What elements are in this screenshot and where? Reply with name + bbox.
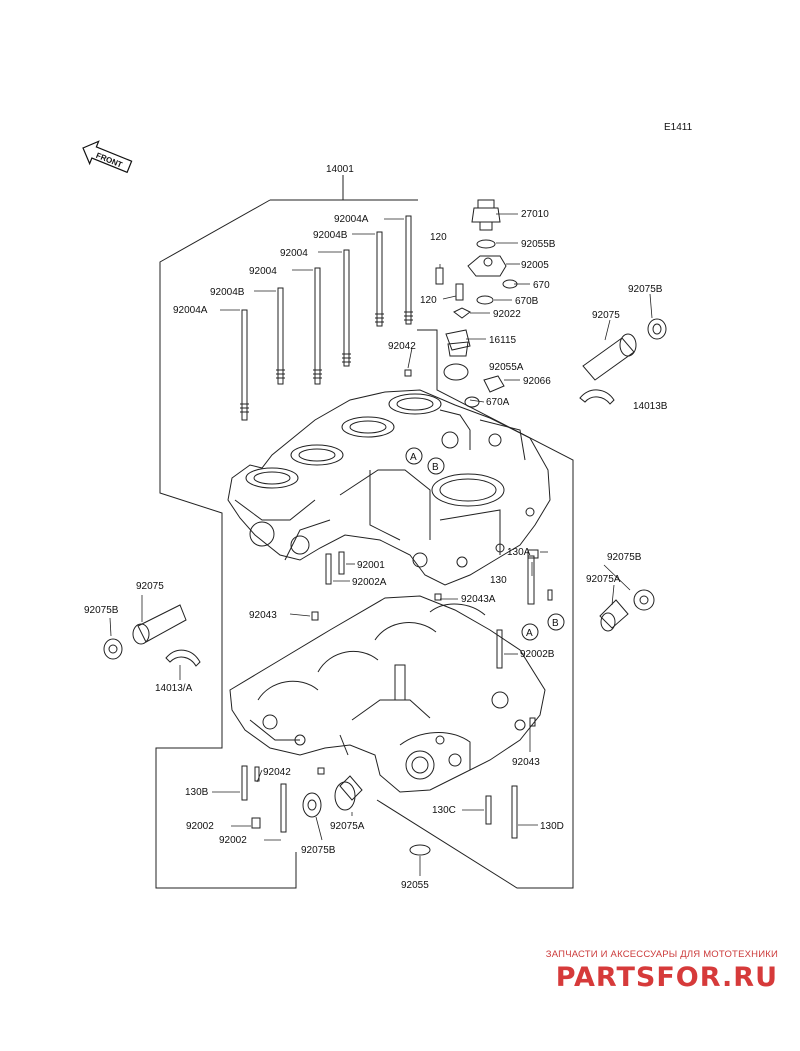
label-92075-left: 92075	[136, 581, 164, 592]
label-92002-first: 92002	[186, 821, 214, 832]
marker-b-upper: B	[432, 462, 439, 473]
label-92042-top: 92042	[388, 341, 416, 352]
label-92075b-bottom: 92075B	[301, 845, 336, 856]
left-parts	[103, 604, 201, 667]
group-outline	[155, 175, 574, 889]
label-670: 670	[533, 280, 550, 291]
marker-a-lower: A	[526, 628, 533, 639]
label-130d: 130D	[540, 821, 564, 832]
label-92075a-bottom: 92075A	[330, 821, 365, 832]
label-92002b: 92002B	[520, 649, 555, 660]
circle-markers	[405, 447, 565, 641]
label-92066: 92066	[523, 376, 551, 387]
label-92042-bottom: 92042	[263, 767, 291, 778]
label-92001: 92001	[357, 560, 385, 571]
right-lower-parts	[599, 589, 655, 632]
leader-lines	[109, 213, 653, 876]
label-92055: 92055	[401, 880, 429, 891]
label-120: 120	[420, 295, 437, 306]
label-130c: 130C	[432, 805, 456, 816]
stud-threads	[240, 311, 413, 413]
diagram-code: E1411	[664, 122, 693, 133]
label-670a: 670A	[486, 397, 510, 408]
label-92002-second: 92002	[219, 835, 247, 846]
label-120-top: 120	[430, 232, 447, 243]
label-92004a-top: 92004A	[334, 214, 369, 225]
label-14013a: 14013/A	[155, 683, 193, 694]
label-14013b: 14013B	[633, 401, 668, 412]
upper-crankcase	[227, 389, 551, 586]
label-130: 130	[490, 575, 507, 586]
label-92055a: 92055A	[489, 362, 524, 373]
lower-crankcase	[229, 595, 546, 793]
label-92075b-right: 92075B	[628, 284, 663, 295]
label-16115: 16115	[489, 335, 517, 346]
lower-center-parts	[302, 775, 431, 856]
label-92043-bottom: 92043	[512, 757, 540, 768]
studs	[241, 215, 412, 421]
label-92002a: 92002A	[352, 577, 387, 588]
label-92055b-top: 92055B	[521, 239, 556, 250]
label-92005: 92005	[521, 260, 549, 271]
front-arrow-icon: FRONT	[82, 140, 133, 174]
label-670b: 670B	[515, 296, 539, 307]
label-27010: 27010	[521, 209, 549, 220]
label-92043: 92043	[249, 610, 277, 621]
oil-pressure-switch	[435, 199, 518, 319]
filler-plugs	[404, 329, 505, 408]
marker-b-lower: B	[552, 618, 559, 629]
label-92004a: 92004A	[173, 305, 208, 316]
label-92075b-left: 92075B	[84, 605, 119, 616]
label-92004b-top: 92004B	[313, 230, 348, 241]
label-92022: 92022	[493, 309, 521, 320]
watermark-logo: PARTSFOR.RU	[555, 962, 778, 993]
label-92075-right: 92075	[592, 310, 620, 321]
label-92004-second: 92004	[249, 266, 277, 277]
label-14001: 14001	[326, 164, 354, 175]
marker-a-upper: A	[410, 452, 417, 463]
label-130a: 130A	[507, 547, 531, 558]
bolts	[241, 549, 553, 839]
label-92004b: 92004B	[210, 287, 245, 298]
watermark-tagline: ЗАПЧАСТИ И АКСЕССУАРЫ ДЛЯ МОТОТЕХНИКИ	[545, 949, 778, 960]
label-92075a-right: 92075A	[586, 574, 621, 585]
right-parts	[579, 318, 667, 405]
label-92075b-right-lower: 92075B	[607, 552, 642, 563]
label-130b: 130B	[185, 787, 209, 798]
label-92004: 92004	[280, 248, 308, 259]
label-92043a: 92043A	[461, 594, 496, 605]
